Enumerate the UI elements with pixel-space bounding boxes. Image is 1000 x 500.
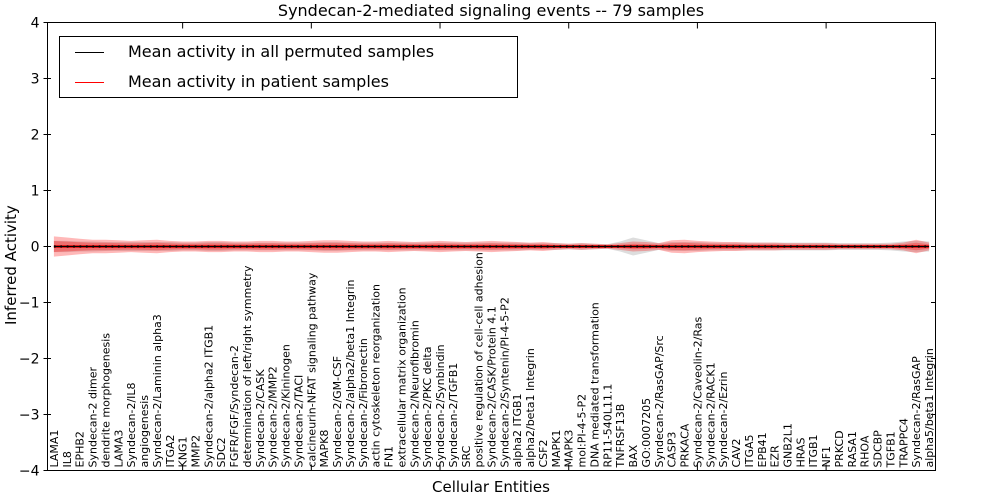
x-tick-label: Syndecan-2/alpha2/beta1 Integrin [344,279,357,467]
x-tick-label: Syndecan-2/Kininogen [280,344,293,467]
x-tick-label: Syndecan-2/MMP2 [267,366,280,467]
x-tick-label: PRKACA [679,423,692,467]
x-tick-label: IL8 [61,451,74,467]
x-tick-label: Syndecan-2/Caveolin-2/Ras [691,317,704,468]
x-tick-label: mol:PI-4-5-P2 [576,394,589,468]
x-tick-label: TGFB1 [885,431,898,468]
x-tick-label: CASP3 [666,432,679,468]
x-tick-label: LAMA1 [48,430,61,468]
y-tick-label: −3 [19,408,40,424]
x-tick-label: TNFRSF13B [614,404,627,469]
x-tick-label: extracellular matrix organization [395,287,408,467]
x-tick-label: RHOA [859,435,872,467]
x-tick-label: TRAPPC4 [897,418,910,468]
x-tick-label: MMP2 [190,435,203,468]
x-tick-label: Syndecan-2/Neurofibromin [408,320,421,467]
y-axis-label: Inferred Activity [2,205,20,325]
x-tick-label: positive regulation of cell-cell adhesio… [473,252,486,467]
x-tick-label: EPB41 [756,432,769,467]
x-tick-label: Syndecan-2/RasGAP [910,356,923,468]
x-tick-label: Syndecan-2/Synbindin [434,344,447,467]
x-tick-label: calcineurin-NFAT signaling pathway [305,272,318,467]
y-tick-label: 4 [31,16,40,32]
x-tick-label: CAV2 [730,438,743,467]
x-tick-label: LAMA3 [112,430,125,468]
x-tick-label: HRAS [794,438,807,468]
x-tick-label: FN1 [383,446,396,468]
x-tick-label: Syndecan-2/RasGAP/Src [653,335,666,467]
x-tick-label: Syndecan-2/Fibronectin [357,338,370,467]
y-tick-label: 3 [31,72,40,88]
x-tick-label: Syndecan-2/Laminin alpha3 [151,314,164,467]
x-tick-label: RASA1 [846,431,859,467]
x-tick-label: determination of left/right symmetry [241,265,254,467]
x-tick-label: EPHB2 [74,431,87,467]
x-tick-label: MAPK3 [563,430,576,468]
x-tick-label: PRKCD [833,430,846,467]
x-tick-label: Syndecan-2/Syntenin/PI-4-5-P2 [498,297,511,467]
legend-label-patient: Mean activity in patient samples [128,72,389,91]
x-tick-label: alpha2/beta1 Integrin [524,348,537,467]
x-tick-label: actin cytoskeleton reorganization [370,284,383,468]
x-tick-label: Syndecan-2/RACK1 [704,362,717,467]
y-tick-label: −4 [19,464,40,480]
chart-title: Syndecan-2-mediated signaling events -- … [277,1,705,20]
x-tick-label: Syndecan-2/IL8 [125,382,138,467]
x-tick-label: Syndecan-2/alpha2 ITGB1 [202,325,215,468]
x-tick-label: ITGB1 [807,434,820,467]
x-tick-label: SDC2 [215,437,228,467]
x-tick-label: MAPK8 [318,430,331,468]
x-tick-label: NF1 [820,446,833,468]
x-tick-label: CSF2 [537,440,550,468]
x-tick-label: ITGA5 [743,434,756,467]
x-tick-label: SDCBP [872,430,885,468]
x-tick-label: Syndecan-2/Ezrin [717,372,730,468]
x-tick-label: alpha2 ITGB1 [511,393,524,467]
x-tick-label: BAX [627,444,640,467]
y-tick-label: −2 [19,352,40,368]
legend-label-permuted: Mean activity in all permuted samples [128,42,435,61]
x-tick-label: dendrite morphogenesis [99,333,112,468]
y-tick-label: −1 [19,296,40,312]
x-tick-label: GO:0007205 [640,398,653,468]
x-tick-label: Syndecan-2/TGFB1 [447,363,460,468]
x-tick-label: Syndecan-2/CASK [254,369,267,468]
x-tick-label: KNG1 [177,437,190,468]
x-tick-label: Syndecan-2/CASK/Protein 4.1 [486,306,499,467]
y-tick-label: 0 [31,240,40,256]
y-tick-label: 2 [31,128,40,144]
x-tick-label: Syndecan-2/PKC delta [421,347,434,468]
x-tick-label: Syndecan-2 dimer [87,367,100,468]
x-tick-label: DNA mediated transformation [589,302,602,467]
x-axis-label: Cellular Entities [432,478,550,496]
legend-entry-patient: Mean activity in patient samples [75,69,517,95]
x-tick-label: GNB2L1 [782,423,795,467]
x-tick-label: SRC [460,445,473,467]
legend-entry-permuted: Mean activity in all permuted samples [75,39,517,65]
x-tick-label: alpha5/beta1 Integrin [923,348,936,467]
legend: Mean activity in all permuted samples Me… [59,36,518,98]
x-tick-label: MAPK1 [550,430,563,468]
x-tick-label: angiogenesis [138,395,151,468]
x-tick-label: FGFR/FGF/Syndecan-2 [228,345,241,467]
x-tick-label: Syndecan-2/TACI [293,375,306,468]
x-tick-label: EZR [769,445,782,467]
permuted-line-swatch [75,51,104,53]
y-tick-label: 1 [31,184,40,200]
x-tick-label: Syndecan-2/GM-CSF [331,356,344,468]
x-tick-label: RP11-540L11.1 [601,384,614,468]
x-tick-label: ITGA2 [164,434,177,467]
patient-line-swatch [75,81,104,83]
